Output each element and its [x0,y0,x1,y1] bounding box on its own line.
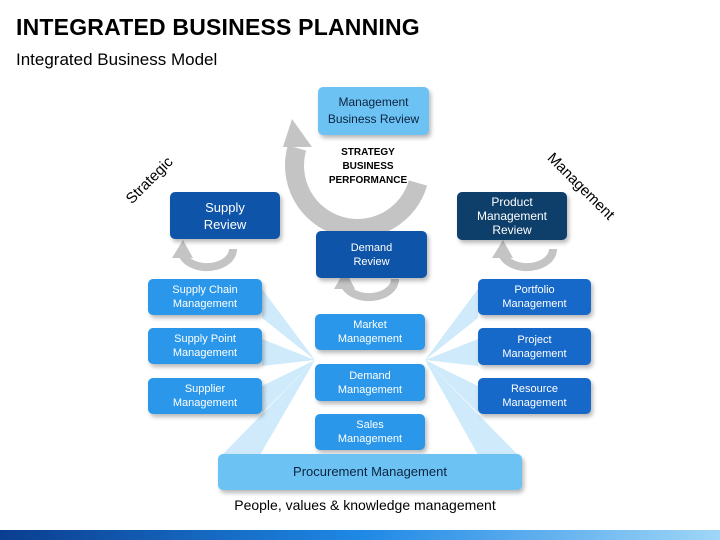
left-rays [222,289,315,455]
strategy-business-performance-label: STRATEGY BUSINESS PERFORMANCE [328,147,408,186]
supply-cycle-arrowhead [172,240,193,258]
supply-chain-management-box: Supply Chain Management [148,279,262,315]
demand-cycle-arrowhead [334,270,355,289]
demand-management-box: Demand Management [315,364,425,401]
market-management-box: Market Management [315,314,425,350]
strategy-cycle-arrow [285,145,428,238]
supplier-management-box: Supplier Management [148,378,262,414]
supply-point-management-box: Supply Point Management [148,328,262,364]
demand-review-box: Demand Review [316,231,427,278]
product-management-review-box: Product Management Review [457,192,567,240]
sales-management-box: Sales Management [315,414,425,450]
page-subtitle: Integrated Business Model [16,50,218,69]
management-business-review-box: Management Business Review [318,87,429,135]
procurement-management-box: Procurement Management [218,454,522,490]
project-management-box: Project Management [478,328,591,365]
portfolio-management-box: Portfolio Management [478,279,591,315]
product-cycle-arrow [499,248,558,272]
footer-caption: People, values & knowledge management [234,497,496,513]
right-rays [425,289,518,455]
supply-cycle-arrow [179,248,238,272]
bottom-accent-bar [0,530,720,540]
strategy-cycle-arrowhead [283,119,312,147]
resource-management-box: Resource Management [478,378,591,414]
page-title: INTEGRATED BUSINESS PLANNING [16,14,420,40]
product-cycle-arrowhead [492,240,513,258]
demand-cycle-arrow [341,278,400,302]
supply-review-box: Supply Review [170,192,280,239]
